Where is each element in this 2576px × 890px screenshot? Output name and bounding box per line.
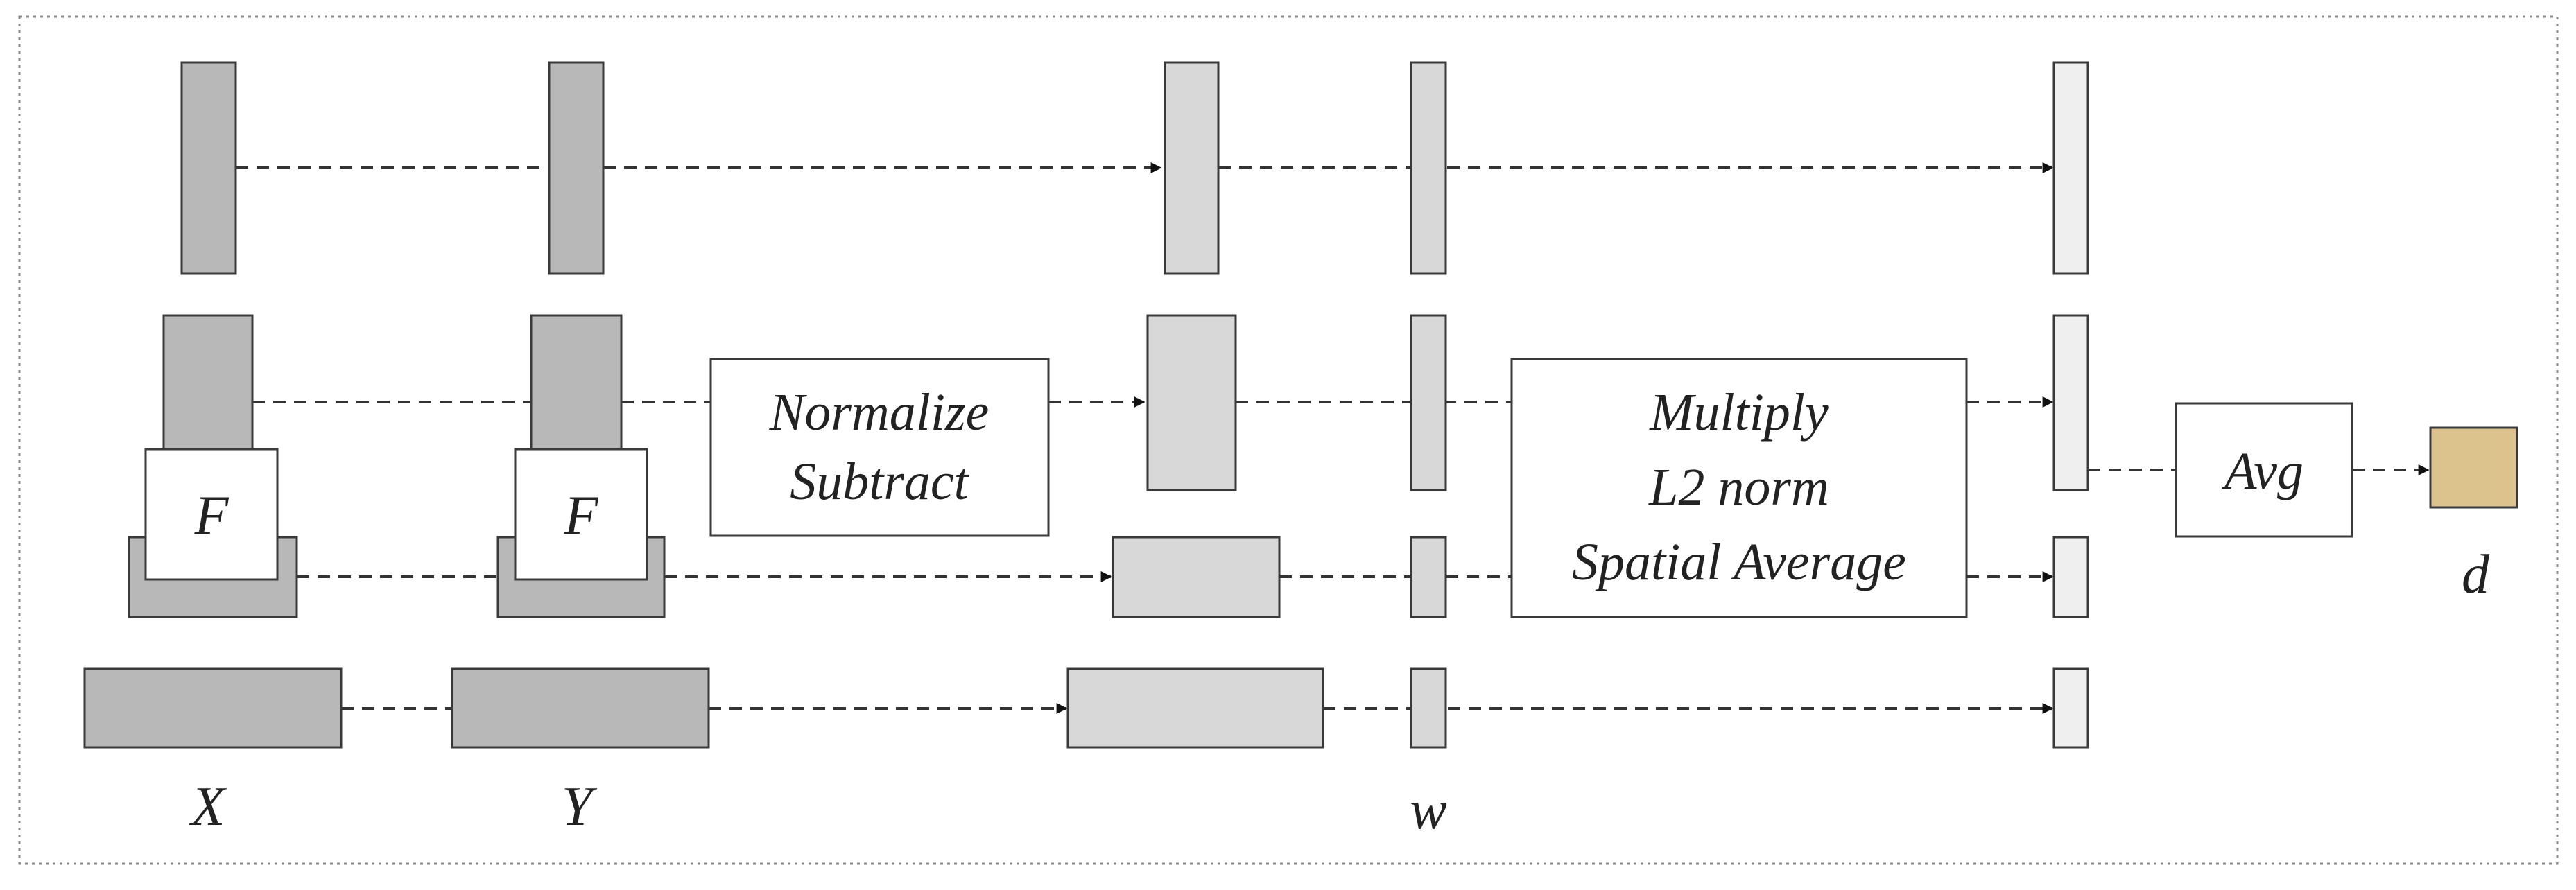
normalize-text: Normalize bbox=[769, 383, 989, 442]
label-d: d bbox=[2462, 544, 2490, 605]
f-network-right: F bbox=[514, 448, 648, 581]
out-block-1 bbox=[2052, 61, 2089, 275]
w-block-4 bbox=[1410, 668, 1447, 749]
label-x: X bbox=[189, 776, 227, 837]
l2norm-text: L2 norm bbox=[1648, 458, 1829, 516]
multiply-box bbox=[1510, 358, 1968, 618]
f-network-left: F bbox=[144, 448, 279, 581]
f-box-right bbox=[514, 448, 648, 581]
multiply-box-group: Multiply L2 norm Spatial Average bbox=[1510, 358, 1968, 618]
x-feature-stack bbox=[83, 61, 343, 749]
outer-frame bbox=[18, 15, 2559, 865]
x-block-4 bbox=[83, 668, 343, 749]
w-weight-stack bbox=[1410, 61, 1447, 749]
diff-block-3 bbox=[1112, 536, 1281, 618]
normalize-box bbox=[709, 358, 1050, 537]
w-block-2 bbox=[1410, 314, 1447, 491]
f-box-left bbox=[144, 448, 279, 581]
out-block-2 bbox=[2052, 314, 2089, 491]
x-block-1 bbox=[180, 61, 237, 275]
difference-feature-stack bbox=[1066, 61, 1324, 749]
y-block-4 bbox=[451, 668, 710, 749]
multiply-text: Multiply bbox=[1649, 383, 1829, 442]
y-feature-stack bbox=[451, 61, 710, 749]
out-block-3 bbox=[2052, 536, 2089, 618]
diff-block-4 bbox=[1066, 668, 1324, 749]
diff-block-1 bbox=[1164, 61, 1220, 275]
w-block-3 bbox=[1410, 536, 1447, 618]
subtract-text: Subtract bbox=[790, 453, 969, 511]
label-w: w bbox=[1410, 780, 1446, 841]
w-block-1 bbox=[1410, 61, 1447, 275]
avg-box bbox=[2175, 402, 2353, 538]
out-block-4 bbox=[2052, 668, 2089, 749]
diff-block-2 bbox=[1146, 314, 1237, 491]
output-d-block bbox=[2429, 426, 2518, 509]
layer-output-stack bbox=[2052, 61, 2089, 749]
spatial-average-text: Spatial Average bbox=[1572, 533, 1906, 591]
f-label-left: F bbox=[194, 485, 230, 546]
y-block-1 bbox=[548, 61, 605, 275]
f-label-right: F bbox=[564, 485, 599, 546]
avg-box-group: Avg bbox=[2175, 402, 2353, 538]
avg-text: Avg bbox=[2221, 442, 2303, 500]
label-y: Y bbox=[562, 776, 598, 837]
normalize-subtract-box: Normalize Subtract bbox=[709, 358, 1050, 537]
connectors bbox=[236, 162, 2430, 714]
